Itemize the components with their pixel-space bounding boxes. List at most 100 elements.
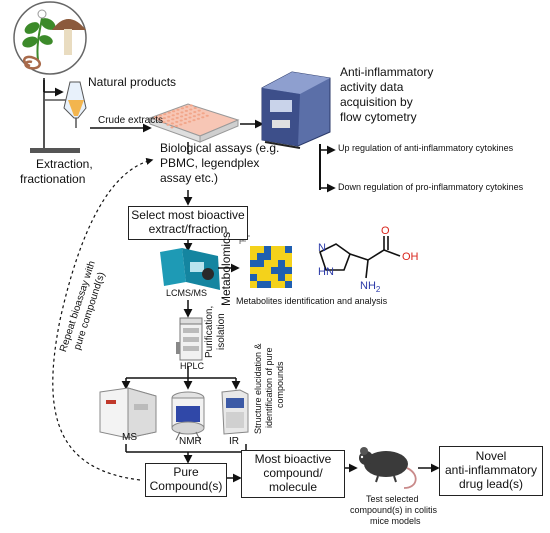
- well: [172, 110, 176, 113]
- metabolomics-label: Metabolomics: [219, 231, 233, 306]
- flow-cytometry-title-1: Anti-inflammatory: [340, 65, 434, 79]
- pure-compounds-line-2: Compound(s): [149, 479, 223, 493]
- well: [188, 116, 192, 119]
- heatmap-cell: [264, 267, 271, 274]
- atom-hn: HN: [318, 266, 334, 278]
- heatmap-cell: [257, 267, 264, 274]
- well: [171, 114, 175, 117]
- novel-line-2: anti-inflammatory: [444, 463, 538, 478]
- heatmap-cell: [250, 246, 257, 253]
- atom-nh2: NH2: [360, 280, 380, 294]
- well: [170, 122, 174, 125]
- heatmap-cell: [257, 281, 264, 288]
- biological-assays-1: Biological assays (e.g.: [160, 141, 280, 155]
- well: [188, 120, 192, 123]
- heatmap-cell: [271, 281, 278, 288]
- heatmap-cell: [285, 246, 292, 253]
- heatmap-cell: [285, 260, 292, 267]
- heatmap-icon: [239, 235, 292, 288]
- atom-n: N: [318, 242, 326, 254]
- atom-nh: NH: [360, 280, 376, 292]
- heatmap-cell: [250, 260, 257, 267]
- well: [174, 124, 178, 127]
- well: [171, 118, 175, 121]
- structure-label-1: Structure elucidation &: [253, 343, 263, 434]
- well: [167, 115, 171, 118]
- well: [154, 116, 158, 118]
- repeat-bioassay-dashed-arrow: [52, 157, 154, 481]
- structure-label-3: compounds: [275, 361, 285, 408]
- well: [175, 120, 179, 123]
- novel-line-1: Novel: [475, 449, 507, 464]
- structure-label-2: identification of pure: [264, 347, 274, 428]
- well: [180, 115, 184, 118]
- heatmap-cell: [250, 267, 257, 274]
- select-bioactive-box: Select most bioactive extract/fraction: [128, 206, 248, 240]
- well: [188, 112, 192, 115]
- select-bioactive-line-2: extract/fraction: [148, 222, 228, 236]
- well: [184, 113, 188, 116]
- well: [163, 113, 167, 116]
- well: [201, 116, 205, 119]
- ms-label: MS: [122, 432, 137, 443]
- most-bioactive-box: Most bioactive compound/ molecule: [241, 450, 345, 498]
- heatmap-cell: [285, 281, 292, 288]
- mouse-icon: [359, 447, 417, 489]
- heatmap-cell: [278, 246, 285, 253]
- ir-label: IR: [229, 436, 239, 447]
- hplc-label: HPLC: [180, 361, 205, 371]
- well: [184, 118, 188, 120]
- well: [180, 111, 184, 114]
- purification-label-1: Purification,: [204, 305, 215, 358]
- most-bioactive-line-1: Most bioactive: [254, 452, 332, 467]
- well: [176, 112, 180, 115]
- heatmap-cell: [278, 281, 285, 288]
- natural-products-icon: [13, 1, 87, 75]
- heatmap-cell: [257, 260, 264, 267]
- hplc-icon: [176, 317, 203, 361]
- natural-products-label: Natural products: [88, 75, 177, 89]
- heatmap-cell: [271, 267, 278, 274]
- flow-cytometry-title-4: flow cytometry: [340, 110, 417, 124]
- lcms-label: LCMS/MS: [166, 288, 208, 298]
- heatmap-cell: [250, 274, 257, 281]
- heatmap-cell: [285, 267, 292, 274]
- well: [196, 117, 200, 120]
- histidine-structure-icon: [319, 236, 401, 279]
- metabolites-label: Metabolites identification and analysis: [236, 296, 388, 306]
- heatmap-cell: [278, 274, 285, 281]
- test-selected-2: compound(s) in colitis: [350, 505, 438, 515]
- flow-cytometer-icon: [261, 71, 331, 149]
- funnel-icon: [30, 80, 87, 153]
- ms-instrument-icon: [99, 387, 157, 439]
- heatmap-cell: [264, 281, 271, 288]
- well: [197, 113, 201, 116]
- well: [179, 123, 183, 126]
- lcms-icon: [160, 248, 220, 290]
- ir-instrument-icon: [221, 389, 249, 435]
- flow-cytometry-title-2: activity data: [340, 80, 404, 94]
- well: [185, 105, 189, 108]
- most-bioactive-line-3: molecule: [268, 479, 318, 494]
- pure-compounds-box: Pure Compound(s): [145, 463, 227, 497]
- heatmap-cell: [257, 274, 264, 281]
- heatmap-cell: [264, 253, 271, 260]
- well: [193, 111, 197, 114]
- extraction-label: Extraction,: [36, 157, 93, 171]
- well: [189, 108, 193, 111]
- heatmap-cell: [271, 253, 278, 260]
- well: [179, 119, 183, 122]
- well: [166, 123, 170, 126]
- well: [189, 104, 193, 107]
- well: [193, 107, 197, 109]
- well: [167, 111, 171, 114]
- heatmap-cell: [271, 274, 278, 281]
- well: [183, 122, 187, 125]
- heatmap-cell: [278, 260, 285, 267]
- heatmap-cell: [285, 274, 292, 281]
- test-selected-3: mice models: [370, 516, 421, 526]
- pure-compounds-line-1: Pure: [173, 465, 199, 480]
- well: [201, 112, 205, 115]
- root-icon: [23, 55, 42, 70]
